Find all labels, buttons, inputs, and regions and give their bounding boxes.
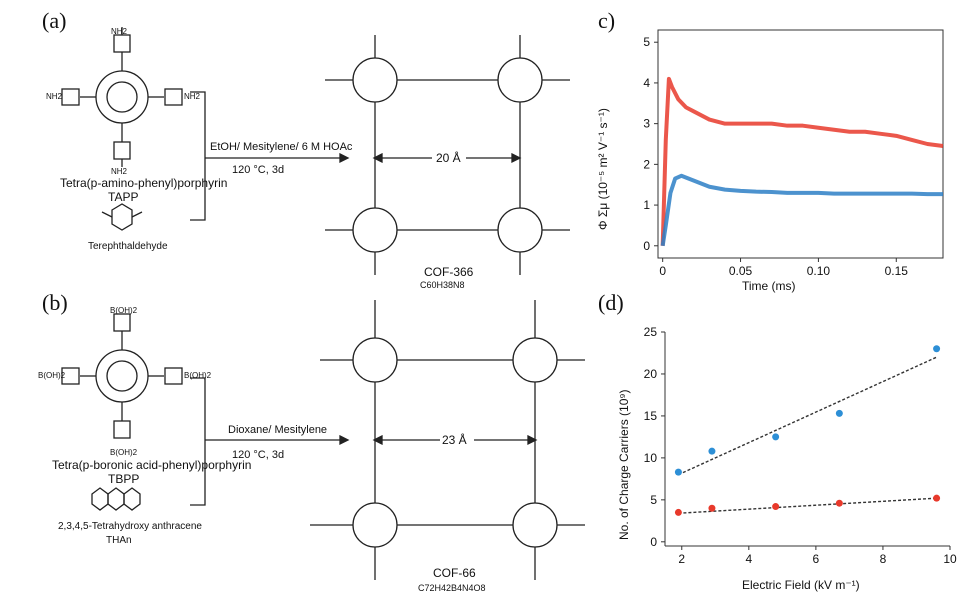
x-tick-label: 0.05 bbox=[729, 264, 753, 278]
chart-c-xlabel: Time (ms) bbox=[742, 279, 796, 293]
fit-line-0 bbox=[678, 356, 937, 476]
pore-size-a: 20 Å bbox=[436, 151, 461, 165]
panel-label-b: (b) bbox=[42, 290, 68, 315]
y-tick-label: 4 bbox=[643, 76, 650, 90]
data-point bbox=[835, 409, 843, 417]
chart-d-xlabel: Electric Field (kV m⁻¹) bbox=[742, 578, 860, 592]
y-tick-label: 20 bbox=[644, 367, 658, 381]
panel-label-a: (a) bbox=[42, 8, 67, 33]
x-tick-label: 10 bbox=[943, 552, 957, 566]
conditions-a-bottom: 120 °C, 3d bbox=[232, 164, 285, 176]
data-point bbox=[708, 504, 716, 512]
chart-d-ylabel: No. of Charge Carriers (10⁹) bbox=[617, 389, 631, 540]
pore-size-b: 23 Å bbox=[442, 433, 467, 447]
x-tick-label: 0 bbox=[659, 264, 666, 278]
product-b-name: COF-66 bbox=[433, 566, 476, 580]
fit-line-1 bbox=[678, 497, 937, 514]
porphyrin-tapp bbox=[61, 27, 183, 167]
bracket-b bbox=[190, 377, 206, 506]
monomer-a1-name: Tetra(p-amino-phenyl)porphyrin bbox=[60, 176, 228, 190]
monomer-b2-abbr: THAn bbox=[106, 535, 132, 546]
data-point bbox=[708, 447, 716, 455]
y-tick-label: 5 bbox=[643, 35, 650, 49]
y-tick-label: 1 bbox=[643, 198, 650, 212]
cof366-framework bbox=[325, 35, 570, 275]
series-line-0 bbox=[660, 76, 944, 246]
series-line-1 bbox=[660, 173, 943, 247]
product-a-name: COF-366 bbox=[424, 265, 474, 279]
bracket-a bbox=[190, 91, 206, 221]
y-tick-label: 15 bbox=[644, 409, 658, 423]
monomer-a2-name: Terephthaldehyde bbox=[88, 241, 168, 252]
tetrahydroxyanthracene bbox=[91, 487, 141, 511]
tapp-group-top: NH2 bbox=[111, 27, 128, 36]
x-tick-label: 6 bbox=[813, 552, 820, 566]
tbpp-group-right: B(OH)2 bbox=[184, 371, 212, 380]
data-point bbox=[772, 433, 780, 441]
data-point bbox=[772, 503, 780, 511]
y-tick-label: 0 bbox=[650, 535, 657, 549]
y-tick-label: 2 bbox=[643, 157, 650, 171]
x-tick-label: 8 bbox=[880, 552, 887, 566]
tbpp-group-bottom: B(OH)2 bbox=[110, 448, 138, 457]
tapp-group-right: NH2 bbox=[184, 92, 201, 101]
conditions-b-top: Dioxane/ Mesitylene bbox=[228, 424, 328, 436]
y-tick-label: 25 bbox=[644, 325, 658, 339]
data-point bbox=[674, 468, 682, 476]
x-tick-label: 0.10 bbox=[807, 264, 831, 278]
data-point bbox=[933, 494, 941, 502]
x-tick-label: 0.15 bbox=[885, 264, 909, 278]
data-point bbox=[674, 508, 682, 516]
conditions-b-bottom: 120 °C, 3d bbox=[232, 449, 285, 461]
monomer-b1-abbr: TBPP bbox=[108, 472, 140, 486]
x-tick-label: 2 bbox=[678, 552, 685, 566]
terephthaldehyde bbox=[101, 203, 143, 231]
cof66-framework bbox=[310, 300, 585, 580]
y-tick-label: 10 bbox=[644, 451, 658, 465]
tapp-group-bottom: NH2 bbox=[111, 167, 128, 176]
conditions-a-top: EtOH/ Mesitylene/ 6 M HOAc bbox=[210, 141, 353, 153]
tbpp-group-left: B(OH)2 bbox=[38, 371, 66, 380]
product-b-formula: C72H42B4N4O8 bbox=[418, 583, 486, 593]
panel-label-d: (d) bbox=[598, 290, 624, 315]
monomer-b1-name: Tetra(p-boronic acid-phenyl)porphyrin bbox=[52, 458, 252, 472]
y-tick-label: 3 bbox=[643, 117, 650, 131]
tbpp-group-top: B(OH)2 bbox=[110, 306, 138, 315]
data-point bbox=[933, 345, 941, 353]
product-a-formula: C60H38N8 bbox=[420, 280, 465, 290]
monomer-a1-abbr: TAPP bbox=[108, 190, 139, 204]
porphyrin-tbpp bbox=[61, 313, 183, 439]
y-tick-label: 5 bbox=[650, 493, 657, 507]
data-point bbox=[835, 499, 843, 507]
plot-frame bbox=[657, 29, 944, 259]
panel-label-c: c) bbox=[598, 8, 616, 33]
monomer-b2-name: 2,3,4,5-Tetrahydroxy anthracene bbox=[58, 521, 202, 532]
x-tick-label: 4 bbox=[745, 552, 752, 566]
tapp-group-left: NH2 bbox=[46, 92, 63, 101]
y-tick-label: 0 bbox=[643, 239, 650, 253]
